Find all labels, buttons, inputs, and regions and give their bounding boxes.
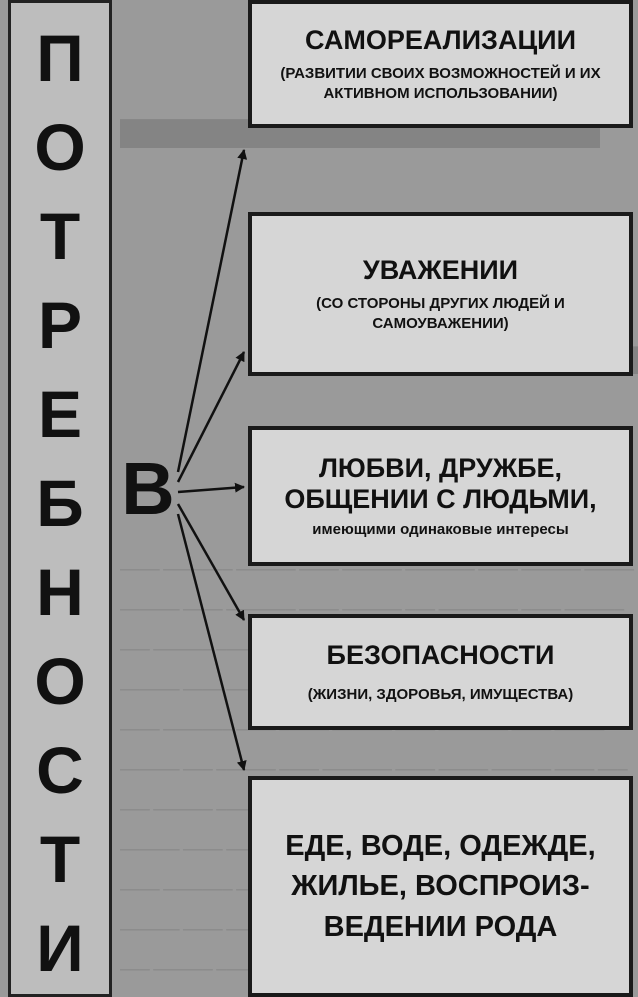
need-subtitle: (СО СТОРОНЫ ДРУГИХ ЛЮДЕЙ И САМОУВАЖЕНИИ) bbox=[316, 295, 565, 332]
arrow-to-physiological bbox=[176, 513, 247, 771]
need-box-respect: УВАЖЕНИИ (СО СТОРОНЫ ДРУГИХ ЛЮДЕЙ И САМО… bbox=[248, 212, 633, 376]
arrow-to-respect bbox=[176, 351, 246, 483]
vertical-word-column: П О Т Р Е Б Н О С Т И bbox=[8, 0, 112, 997]
arrow-to-safety bbox=[176, 503, 246, 621]
need-box-physiological: ЕДЕ, ВОДЕ, ОДЕЖДЕ, ЖИЛЬЕ, ВОСПРОИЗ-ВЕДЕН… bbox=[248, 776, 633, 997]
need-title: БЕЗОПАСНОСТИ bbox=[326, 639, 555, 670]
need-title: ЕДЕ, ВОДЕ, ОДЕЖДЕ, ЖИЛЬЕ, ВОСПРОИЗ-ВЕДЕН… bbox=[285, 829, 596, 943]
vertical-letter: Т bbox=[39, 199, 81, 273]
need-subtitle: имеющими одинаковые интересы bbox=[312, 520, 569, 538]
vertical-letter: О bbox=[34, 110, 86, 184]
vertical-letter: Б bbox=[36, 466, 84, 540]
need-box-love: ЛЮБВИ, ДРУЖБЕ, ОБЩЕНИИ С ЛЮДЬМИ, имеющим… bbox=[248, 426, 633, 566]
need-title: УВАЖЕНИИ bbox=[362, 255, 519, 286]
arrow-to-self-realization bbox=[176, 149, 248, 473]
arrow-to-love bbox=[177, 482, 245, 494]
need-box-self-realization: САМОРЕАЛИЗАЦИИ (РАЗВИТИИ СВОИХ ВОЗМОЖНОС… bbox=[248, 0, 633, 128]
vertical-letter: С bbox=[36, 733, 84, 807]
need-title: САМОРЕАЛИЗАЦИИ bbox=[305, 25, 576, 56]
need-box-safety: БЕЗОПАСНОСТИ (ЖИЗНИ, ЗДОРОВЬЯ, ИМУЩЕСТВА… bbox=[248, 614, 633, 730]
preposition-letter: В bbox=[121, 447, 175, 530]
need-subtitle: (РАЗВИТИИ СВОИХ ВОЗМОЖНОСТЕЙ И ИХ АКТИВН… bbox=[280, 65, 601, 102]
vertical-letter: Т bbox=[39, 822, 81, 896]
vertical-letter: Н bbox=[36, 555, 84, 629]
vertical-letter: Е bbox=[37, 377, 83, 451]
vertical-letter: И bbox=[36, 911, 84, 985]
vertical-letter: О bbox=[34, 644, 86, 718]
vertical-letter: П bbox=[36, 21, 84, 95]
need-title: ЛЮБВИ, ДРУЖБЕ, ОБЩЕНИИ С ЛЮДЬМИ, bbox=[284, 453, 597, 515]
need-subtitle: (ЖИЗНИ, ЗДОРОВЬЯ, ИМУЩЕСТВА) bbox=[307, 686, 574, 704]
vertical-letter: Р bbox=[37, 288, 83, 362]
